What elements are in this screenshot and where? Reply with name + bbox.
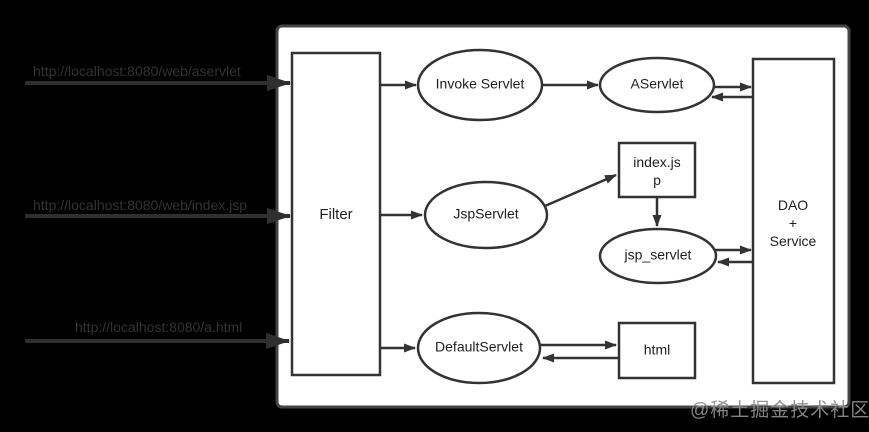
node-index-jsp: index.js p [617,141,697,199]
request-label-2: http://localhost:8080/web/index.jsp [33,197,247,213]
default-servlet-label: DefaultServlet [435,339,523,355]
node-dao-service: DAO + Service [751,57,836,385]
dao-service-label-line2: + [789,215,797,231]
node-filter: Filter [290,51,382,377]
filter-box [290,51,382,377]
default-servlet-ellipse [416,311,542,385]
node-jsp-servlet: jsp_servlet [598,227,718,285]
invoke-servlet-ellipse [416,48,544,122]
arrow-jspservlet-to-index-jsp [544,173,617,208]
watermark: @稀土掘金技术社区 [690,399,869,421]
jspservlet-ellipse [423,180,549,250]
jsp-servlet-label: jsp_servlet [624,247,692,263]
node-aservlet: AServlet [598,56,716,114]
node-html: html [617,321,697,380]
index-jsp-label-line1: index.js [633,154,680,170]
html-label: html [644,342,670,358]
invoke-servlet-label: Invoke Servlet [436,76,525,92]
request-group-1: http://localhost:8080/web/aservlet [25,63,291,91]
node-jspservlet: JspServlet [423,180,549,250]
request-group-2: http://localhost:8080/web/index.jsp [25,197,291,224]
aservlet-label: AServlet [631,76,684,92]
aservlet-ellipse [598,56,716,114]
dao-service-label-line3: Service [770,233,817,249]
dao-service-box [751,57,836,385]
node-default-servlet: DefaultServlet [416,311,542,385]
index-jsp-label-line2: p [653,172,661,188]
jspservlet-label: JspServlet [453,206,518,222]
node-invoke-servlet: Invoke Servlet [416,48,544,122]
html-box [617,321,697,380]
request-label-1: http://localhost:8080/web/aservlet [33,63,241,79]
index-jsp-box [617,141,697,199]
filter-label: Filter [319,206,352,223]
jsp-servlet-ellipse [598,227,718,285]
request-label-3: http://localhost:8080/a.html [75,319,242,335]
dao-service-label-line1: DAO [778,197,808,213]
request-group-3: http://localhost:8080/a.html [25,319,290,349]
